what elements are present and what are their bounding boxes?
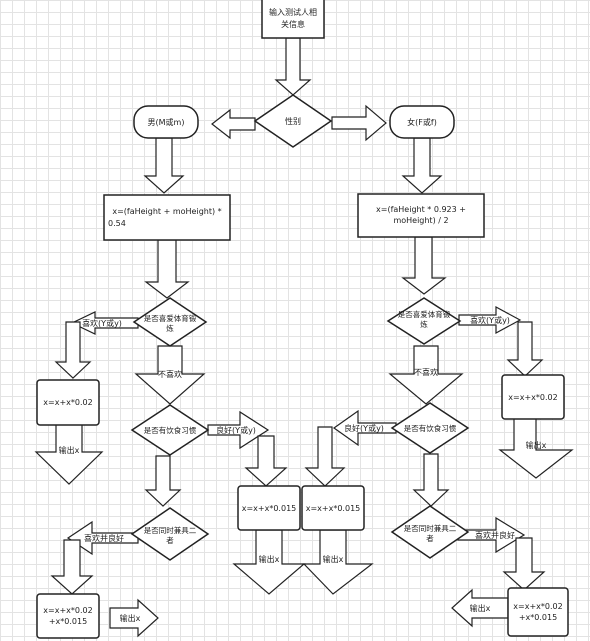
diet-calc-left-box	[237, 485, 301, 531]
both-right-text-2: 者	[426, 534, 434, 543]
female-formula-text-1: x=(faHeight * 0.923 +	[376, 205, 466, 214]
arrow-sport-right-dislike	[388, 345, 464, 405]
diet-right-decision	[390, 402, 470, 454]
both-right-text-1: 是否同时兼具二	[404, 523, 457, 533]
arrow-sport-left-like-down	[54, 321, 92, 379]
sport-right-output-label: 输出x	[526, 440, 547, 450]
both-left-yes-label: 喜欢并良好	[84, 533, 124, 543]
both-calc-right-text-1: x=x+x*0.02	[513, 602, 562, 611]
sport-calc-left-box	[36, 379, 100, 426]
sport-right-text-1: 是否喜爱体育锻	[398, 309, 451, 319]
male-formula-box	[103, 194, 231, 241]
diet-left-good-label: 良好(Y或y)	[216, 425, 256, 435]
sport-left-like-label: 喜欢(Y或y)	[82, 318, 122, 328]
both-left-text-2: 者	[166, 536, 174, 545]
gender-decision	[253, 94, 333, 148]
diet-calc-right-text: x=x+x*0.015	[306, 504, 361, 513]
sport-left-decision	[132, 297, 208, 347]
diet-calc-left-text: x=x+x*0.015	[242, 504, 297, 513]
arrow-diet-left-good-down	[244, 435, 288, 487]
sport-left-text-1: 是否喜爱体育锻	[144, 313, 197, 323]
diet-right-good-label: 良好(Y或y)	[344, 423, 384, 433]
female-node	[389, 105, 455, 139]
start-box	[261, 0, 325, 39]
both-right-yes-label: 喜欢并良好	[475, 530, 515, 540]
male-formula-text-2: 0.54	[108, 219, 126, 228]
arrow-gender-to-male	[211, 108, 256, 140]
gender-text: 性别	[285, 116, 301, 126]
female-formula-text-2: moHeight) / 2	[393, 216, 448, 225]
arrow-start-to-gender	[274, 37, 312, 96]
sport-right-decision	[386, 297, 462, 345]
arrow-formula-to-sport-right	[401, 236, 447, 295]
both-right-decision	[390, 505, 470, 559]
both-calc-right-box	[507, 587, 569, 637]
both-calc-left-text-1: x=x+x*0.02	[43, 606, 92, 615]
diet-left-decision	[130, 404, 210, 456]
arrow-formula-to-sport-left	[144, 239, 190, 299]
arrow-both-calc-right-output	[451, 588, 509, 628]
arrow-sport-right-like-down	[506, 321, 544, 377]
arrow-diet-calc-right-output	[302, 529, 374, 595]
sport-calc-left-text: x=x+x*0.02	[43, 398, 92, 407]
arrow-male-to-formula	[143, 137, 185, 194]
arrow-diet-right-good	[332, 409, 397, 447]
diet-right-text: 是否有饮食习惯	[404, 423, 457, 433]
arrow-both-right-yes	[457, 516, 526, 554]
arrow-both-calc-left-output	[109, 598, 159, 638]
male-text: 男(M或m)	[148, 117, 185, 127]
sport-left-dislike-label: 不喜欢	[158, 369, 182, 379]
arrow-both-left-yes-down	[50, 539, 94, 595]
diet-left-output-label: 输出x	[259, 554, 280, 564]
arrow-sport-calc-right-output	[498, 415, 574, 479]
diet-right-output-label: 输出x	[323, 554, 344, 564]
both-calc-right-text-2: +x*0.015	[519, 613, 557, 622]
sport-calc-right-text: x=x+x*0.02	[508, 393, 557, 402]
arrow-sport-left-like	[70, 311, 139, 335]
arrow-sport-right-like	[458, 305, 522, 335]
arrow-both-right-yes-down	[502, 537, 546, 591]
arrow-sport-left-dislike	[134, 345, 206, 405]
diet-left-text: 是否有饮食习惯	[144, 425, 197, 435]
both-left-decision	[130, 507, 210, 561]
sport-calc-right-box	[501, 374, 565, 420]
sport-left-output-label: 输出x	[59, 445, 80, 455]
sport-right-dislike-label: 不喜欢	[414, 367, 438, 377]
both-left-output-label: 输出x	[120, 613, 141, 623]
arrow-diet-calc-left-output	[232, 529, 306, 595]
male-formula-text-1: x=(faHeight + moHeight) *	[112, 207, 221, 216]
both-right-output-label: 输出x	[470, 603, 491, 613]
arrow-gender-to-female	[331, 104, 387, 142]
female-formula-box	[357, 193, 485, 238]
start-text-1: 输入测试人相	[269, 7, 317, 17]
arrow-diet-right-both	[412, 453, 450, 507]
diet-calc-right-box	[301, 485, 365, 531]
sport-left-text-2: 炼	[166, 323, 174, 333]
arrow-diet-left-both	[144, 455, 182, 507]
both-calc-left-box	[36, 593, 100, 639]
both-calc-left-text-2: +x*0.015	[49, 617, 87, 626]
male-node	[133, 105, 199, 139]
arrow-diet-right-good-down	[304, 426, 346, 487]
arrow-female-to-formula	[401, 137, 443, 194]
arrow-diet-left-good	[207, 410, 270, 450]
sport-right-like-label: 喜欢(Y或y)	[470, 315, 510, 325]
sport-right-text-2: 炼	[420, 319, 428, 329]
female-text: 女(F或f)	[407, 117, 437, 127]
both-left-text-1: 是否同时兼具二	[144, 525, 197, 535]
start-text-2: 关信息	[281, 19, 305, 29]
